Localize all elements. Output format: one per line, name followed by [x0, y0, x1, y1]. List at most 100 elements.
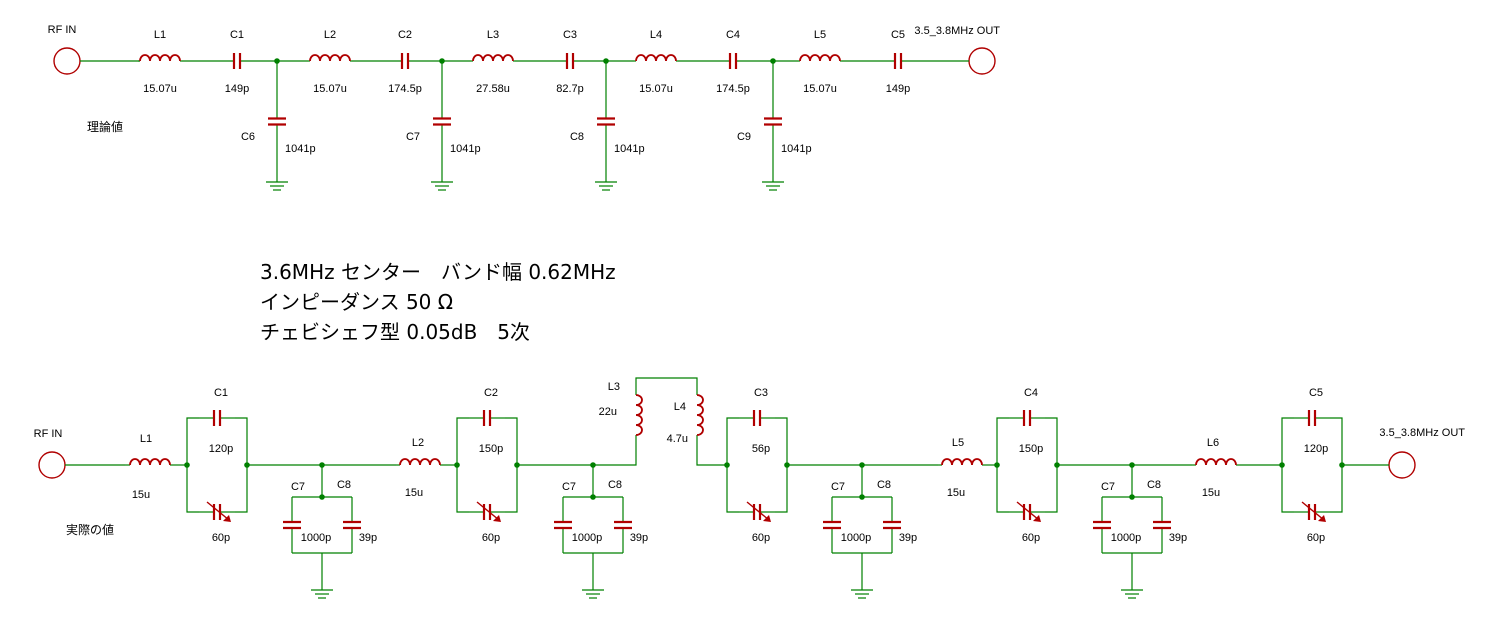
bottom-series-cap-value: 120p [209, 443, 233, 455]
bottom-shunt-value-a: 1000p [1111, 532, 1142, 544]
capacitor-symbol [548, 53, 592, 69]
bottom-shunt-value-a: 1000p [841, 532, 872, 544]
trimmer-arrow-shaft [1301, 501, 1325, 521]
top-shunt-ref: C8 [570, 131, 584, 143]
top-series-ref: L4 [650, 29, 662, 41]
bottom-inductor-value: 15u [1202, 487, 1220, 499]
capacitor-symbol [433, 61, 451, 182]
trimmer-arrow-shaft [746, 501, 770, 521]
wire [456, 417, 469, 465]
ground-symbol [1121, 589, 1143, 599]
wire [1330, 417, 1343, 465]
trimmer-arrow [206, 501, 231, 522]
inductor-symbol [634, 54, 678, 62]
top-shunt-ref: C9 [737, 131, 751, 143]
capacitor-symbol [1153, 497, 1171, 553]
inductor-coil [472, 54, 514, 62]
capacitor-symbol [268, 61, 286, 182]
bottom-series-cap-ref: C5 [1309, 387, 1323, 399]
top-series-ref: C5 [891, 29, 905, 41]
wire [186, 417, 199, 465]
bottom-output-label: 3.5_3.8MHz OUT [1379, 427, 1465, 439]
inductor-symbol [308, 54, 352, 62]
bottom-inductor-ref: L2 [412, 437, 424, 449]
bottom-inductor-value: 4.7u [667, 433, 688, 445]
top-series-ref: C2 [398, 29, 412, 41]
bottom-shunt-ref-b: C8 [337, 479, 351, 491]
bottom-trimmer-value: 60p [752, 532, 770, 544]
trimmer-arrow-head [1318, 515, 1326, 522]
capacitor-symbol [343, 497, 361, 553]
capacitor-symbol [1093, 497, 1111, 553]
bottom-shunt-value-b: 39p [899, 532, 917, 544]
inductor-symbol [396, 458, 444, 466]
trimmer-arrow-shaft [206, 501, 230, 521]
bottom-inductor-ref: L4 [674, 401, 686, 413]
bottom-inductor-ref: L6 [1207, 437, 1219, 449]
bottom-series-cap-value: 120p [1304, 443, 1328, 455]
capacitor-symbol [283, 497, 301, 553]
top-series-value: 149p [225, 83, 249, 95]
note-center-bandwidth: 3.6MHz センター バンド幅 0.62MHz [260, 260, 616, 284]
top-series-value: 174.5p [716, 83, 750, 95]
capacitor-symbol [876, 53, 920, 69]
top-series-value: 15.07u [639, 83, 673, 95]
capacitor-symbol [711, 53, 755, 69]
inductor-coil [129, 458, 171, 466]
bottom-shunt-ref-a: C7 [562, 481, 576, 493]
wire [235, 417, 248, 465]
inductor-coil [635, 394, 643, 436]
top-series-ref: L1 [154, 29, 166, 41]
bottom-inductor-ref: L5 [952, 437, 964, 449]
inductor-coil [399, 458, 441, 466]
trimmer-arrow-head [223, 515, 231, 522]
bottom-shunt-ref-b: C8 [608, 479, 622, 491]
wire [1330, 465, 1343, 513]
bottom-trimmer-value: 60p [1307, 532, 1325, 544]
top-series-ref: L5 [814, 29, 826, 41]
bottom-shunt-ref-a: C7 [831, 481, 845, 493]
bottom-inductor-ref: L3 [608, 381, 620, 393]
inductor-coil [799, 54, 841, 62]
bottom-trimmer-value: 60p [1022, 532, 1040, 544]
wire [186, 465, 199, 513]
top-shunt-value: 1041p [781, 143, 812, 155]
wire [726, 417, 739, 465]
wire [696, 440, 727, 466]
bottom-series-cap-ref: C4 [1024, 387, 1038, 399]
bottom-shunt-value-b: 39p [630, 532, 648, 544]
trimmer-arrow-shaft [476, 501, 500, 521]
capacitor-symbol [199, 410, 235, 426]
port-terminal [968, 47, 996, 75]
trimmer-arrow-head [493, 515, 501, 522]
top-series-ref: C1 [230, 29, 244, 41]
wire [775, 465, 788, 513]
top-shunt-value: 1041p [614, 143, 645, 155]
inductor-symbol [1192, 458, 1240, 466]
port-terminal [38, 451, 66, 479]
bottom-shunt-ref-a: C7 [1101, 481, 1115, 493]
inductor-symbol [471, 54, 515, 62]
bottom-inductor-value: 15u [405, 487, 423, 499]
trimmer-arrow-head [1033, 515, 1041, 522]
inductor-coil [696, 394, 704, 436]
inductor-symbol [938, 458, 986, 466]
trimmer-arrow [1016, 501, 1041, 522]
capacitor-symbol [823, 497, 841, 553]
inductor-coil [1195, 458, 1237, 466]
trimmer-arrow-shaft [1016, 501, 1040, 521]
top-shunt-ref: C7 [406, 131, 420, 143]
trimmer-arrow-head [763, 515, 771, 522]
bottom-series-cap-ref: C1 [214, 387, 228, 399]
capacitor-symbol [215, 53, 259, 69]
bottom-inductor-value: 22u [599, 406, 617, 418]
capacitor-symbol [614, 497, 632, 553]
bottom-trimmer-value: 60p [212, 532, 230, 544]
note-filter-type: チェビシェフ型 0.05dB 5次 [260, 320, 531, 344]
capacitor-symbol [1009, 410, 1045, 426]
inductor-coil [635, 54, 677, 62]
top-series-value: 15.07u [803, 83, 837, 95]
wire [996, 417, 1009, 465]
top-series-ref: L2 [324, 29, 336, 41]
top-series-value: 82.7p [556, 83, 584, 95]
